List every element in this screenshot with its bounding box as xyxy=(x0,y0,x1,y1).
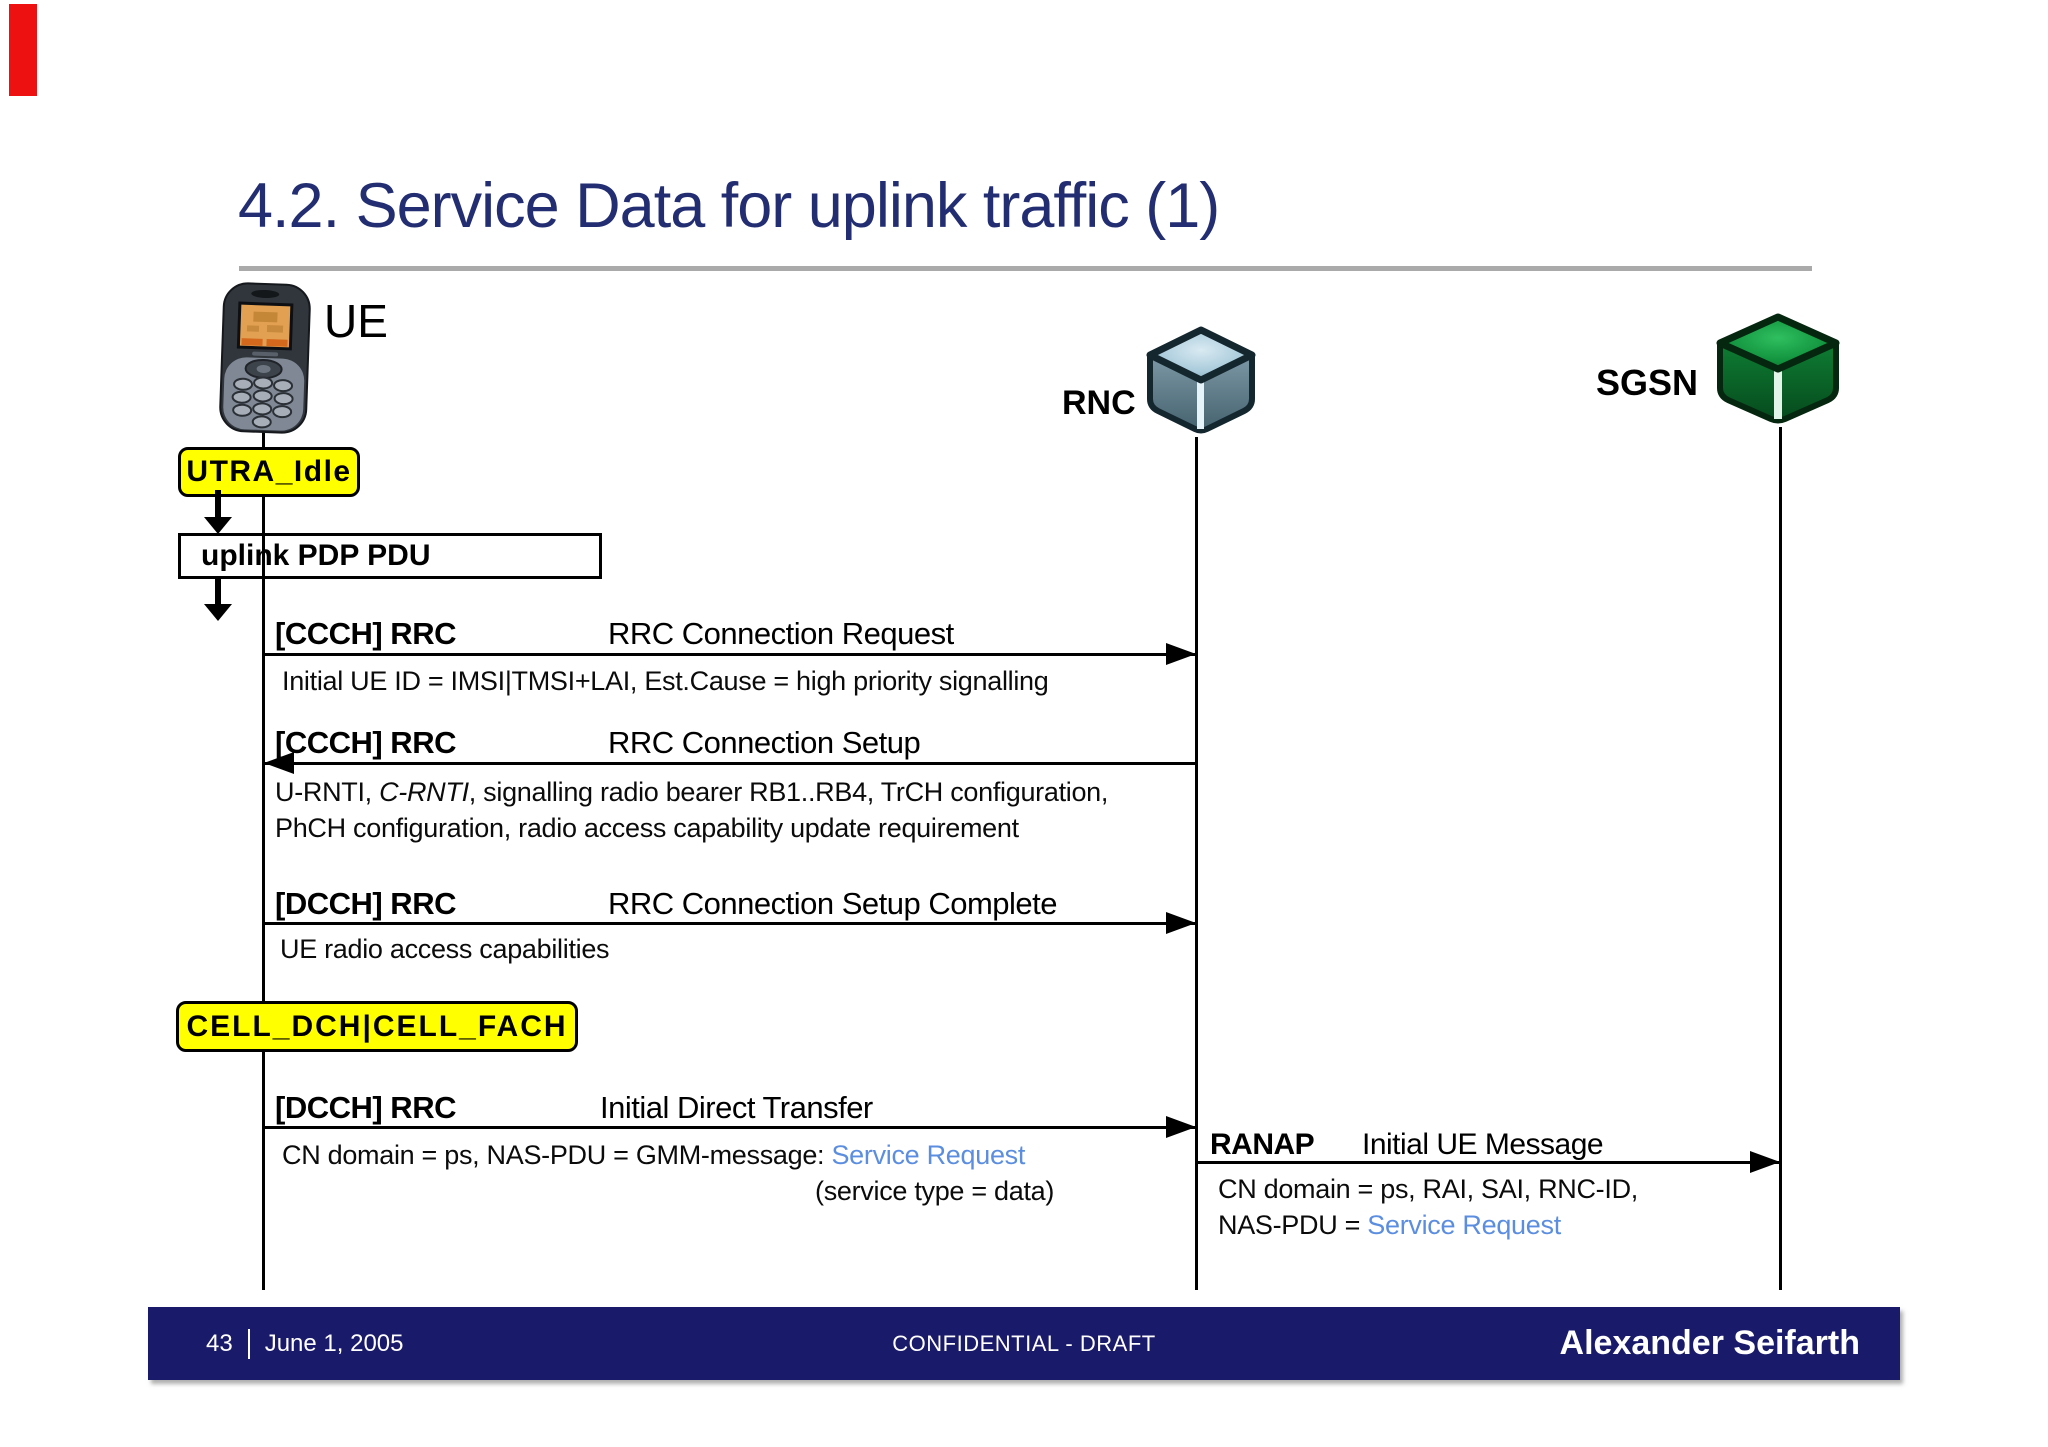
message-params: NAS-PDU = Service Request xyxy=(1218,1210,1561,1241)
message-arrow-line xyxy=(264,1126,1197,1129)
arrowhead-right-icon xyxy=(1750,1151,1780,1173)
message-params: UE radio access capabilities xyxy=(280,934,610,964)
message-name: RRC Connection Request xyxy=(608,616,954,651)
param-run-blue: Service Request xyxy=(1367,1210,1561,1240)
message-arrow-line xyxy=(1197,1161,1780,1164)
event-box-uplink-pdp-pdu: uplink PDP PDU xyxy=(178,533,602,579)
message-channel: [CCCH] RRC xyxy=(275,616,456,651)
mobile-phone-icon xyxy=(213,280,316,435)
ue-lifeline xyxy=(262,430,265,1290)
down-arrow-stem xyxy=(215,490,221,518)
message-channel: [DCCH] RRC xyxy=(275,1090,456,1125)
ue-entity-label: UE xyxy=(324,295,388,347)
footer-date: June 1, 2005 xyxy=(264,1329,404,1357)
message-arrow-line xyxy=(264,762,1197,765)
message-params-blue: (service type = data) xyxy=(815,1176,1055,1206)
down-arrow-icon xyxy=(204,604,232,621)
message-channel: [DCCH] RRC xyxy=(275,886,456,921)
down-arrow-icon xyxy=(204,517,232,534)
message-name: Initial Direct Transfer xyxy=(600,1090,873,1125)
page-number: 43 xyxy=(206,1329,233,1357)
param-run-blue: Service Request xyxy=(831,1140,1026,1170)
arrowhead-right-icon xyxy=(1166,1116,1196,1138)
footer-bar: 43 June 1, 2005 CONFIDENTIAL - DRAFT Ale… xyxy=(148,1307,1900,1380)
param-run: CN domain = ps, NAS-PDU = GMM-message: xyxy=(282,1140,832,1170)
footer-separator xyxy=(247,1328,250,1359)
title-divider xyxy=(239,266,1812,271)
footer-author: Alexander Seifarth xyxy=(1559,1324,1860,1362)
message-params: U-RNTI, C-RNTI, signalling radio bearer … xyxy=(275,774,1108,846)
rnc-entity-label: RNC xyxy=(1062,384,1136,422)
arrowhead-left-icon xyxy=(264,752,294,774)
arrowhead-right-icon xyxy=(1166,912,1196,934)
event-box-label: uplink PDP PDU xyxy=(201,539,431,572)
message-channel: [CCCH] RRC xyxy=(275,725,456,760)
message-params: CN domain = ps, NAS-PDU = GMM-message: S… xyxy=(282,1140,1025,1171)
sgsn-node-cube-icon xyxy=(1708,312,1848,429)
message-name: RRC Connection Setup Complete xyxy=(608,886,1058,921)
message-params: CN domain = ps, RAI, SAI, RNC-ID, xyxy=(1218,1174,1638,1204)
param-run-italic: C-RNTI xyxy=(379,777,469,807)
state-badge-cell-dch-fach: CELL_DCH|CELL_FACH xyxy=(176,1001,578,1052)
message-arrow-line xyxy=(264,922,1197,925)
arrowhead-right-icon xyxy=(1166,643,1196,665)
param-run: NAS-PDU = xyxy=(1218,1210,1368,1240)
sgsn-lifeline xyxy=(1779,427,1782,1290)
state-badge-utra-idle: UTRA_Idle xyxy=(178,447,360,497)
down-arrow-stem xyxy=(215,578,221,605)
message-name: Initial UE Message xyxy=(1362,1128,1604,1161)
message-protocol: RANAP xyxy=(1210,1128,1315,1161)
param-run: U-RNTI, xyxy=(275,777,380,807)
red-corner-marker xyxy=(9,4,37,96)
sgsn-entity-label: SGSN xyxy=(1596,362,1699,403)
param-run: PhCH configuration, radio access capabil… xyxy=(275,813,1019,843)
rnc-lifeline xyxy=(1195,437,1198,1290)
param-run: , signalling radio bearer RB1..RB4, TrCH… xyxy=(468,777,1109,807)
slide-title: 4.2. Service Data for uplink traffic (1) xyxy=(238,171,1220,241)
footer-left: 43 June 1, 2005 xyxy=(206,1328,404,1359)
message-params: Initial UE ID = IMSI|TMSI+LAI, Est.Cause… xyxy=(282,666,1049,696)
rnc-node-cube-icon xyxy=(1140,325,1262,439)
footer-classification: CONFIDENTIAL - DRAFT xyxy=(892,1330,1156,1356)
message-arrow-line xyxy=(264,653,1197,656)
message-name: RRC Connection Setup xyxy=(608,725,921,760)
